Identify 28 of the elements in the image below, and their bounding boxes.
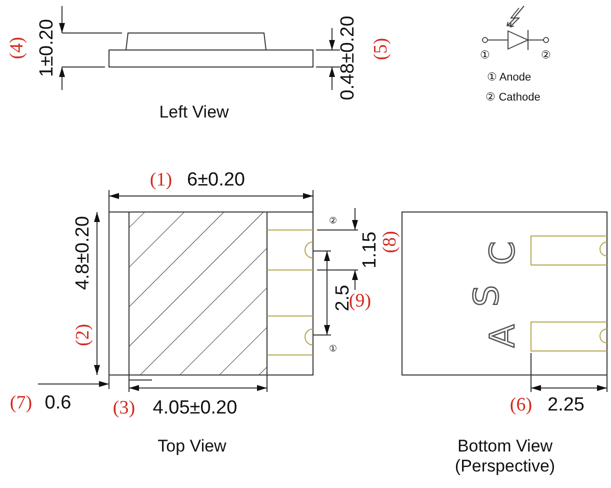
dimension-text: 0.48±0.20	[338, 16, 358, 100]
dimension-text: 1.15	[360, 232, 380, 268]
callout-number: (7)	[10, 394, 32, 412]
callout-number: (1)	[150, 170, 172, 190]
callout-number: (2)	[74, 324, 92, 346]
marking-letter: C	[486, 241, 520, 265]
legend-text: ① Anode	[486, 72, 532, 84]
callout-number: (5)	[372, 38, 390, 60]
marking-letter: S	[470, 285, 504, 307]
dimension-text: 1±0.20	[38, 19, 56, 77]
dimension-text: 4.05±0.20	[152, 398, 238, 418]
pin-number: ①	[329, 344, 337, 354]
view-caption: Bottom View (Perspective)	[454, 436, 556, 478]
view-caption: Left View	[159, 104, 229, 120]
callout-number: (4)	[8, 36, 26, 60]
dimension-text: 4.8±0.20	[74, 216, 92, 290]
callout-number: (6)	[510, 396, 532, 414]
dimension-text: 2.25	[548, 396, 584, 414]
pin-number: ①	[480, 50, 490, 62]
callout-number: (3)	[112, 398, 136, 418]
callout-number: (8)	[380, 230, 400, 254]
pin-number: ②	[541, 50, 551, 62]
dimension-text: 0.6	[44, 394, 72, 412]
legend-text: ② Cathode	[486, 92, 540, 104]
dimension-text: 6±0.20	[187, 170, 245, 190]
marking-letter: A	[486, 324, 520, 348]
view-caption: Top View	[158, 438, 226, 454]
pin-number: ②	[329, 216, 337, 226]
